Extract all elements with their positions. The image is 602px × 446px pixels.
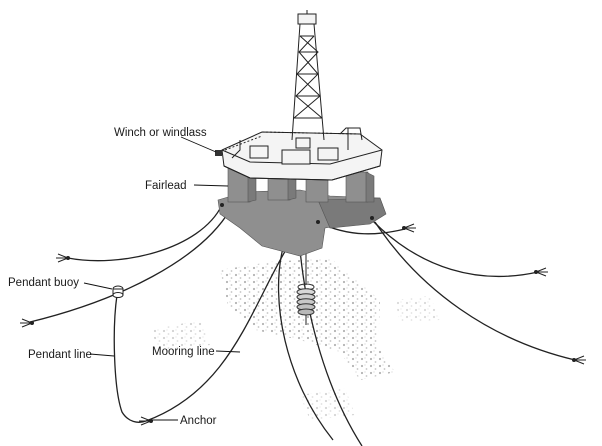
labels: Winch or windlass Fairlead Pendant buoy … [8, 127, 217, 427]
winch [215, 150, 222, 156]
anchor-east [402, 224, 416, 232]
pendant-line [114, 295, 146, 422]
derrick [292, 10, 324, 140]
mooring-line-southeast [375, 222, 575, 360]
mooring-line-west [68, 205, 222, 261]
label-fairlead: Fairlead [145, 180, 187, 192]
pendant-buoy [113, 286, 123, 298]
label-anchor: Anchor [180, 415, 217, 427]
mooring-line-southwest [30, 210, 230, 322]
label-pendant-line: Pendant line [28, 349, 92, 361]
mooring-line-east-2 [370, 218, 538, 276]
anchor-pendant [139, 417, 153, 425]
seabed [150, 258, 440, 420]
platform-deck [222, 128, 382, 180]
platform-hull [218, 168, 386, 256]
anchor-west [56, 254, 70, 262]
anchor-southwest [20, 319, 34, 327]
anchor-east-2 [534, 268, 548, 276]
label-winch: Winch or windlass [114, 127, 207, 139]
label-pendant-buoy: Pendant buoy [8, 277, 79, 289]
label-mooring-line: Mooring line [152, 346, 215, 358]
anchor-southeast [572, 356, 586, 364]
riser-spiral [297, 284, 315, 315]
